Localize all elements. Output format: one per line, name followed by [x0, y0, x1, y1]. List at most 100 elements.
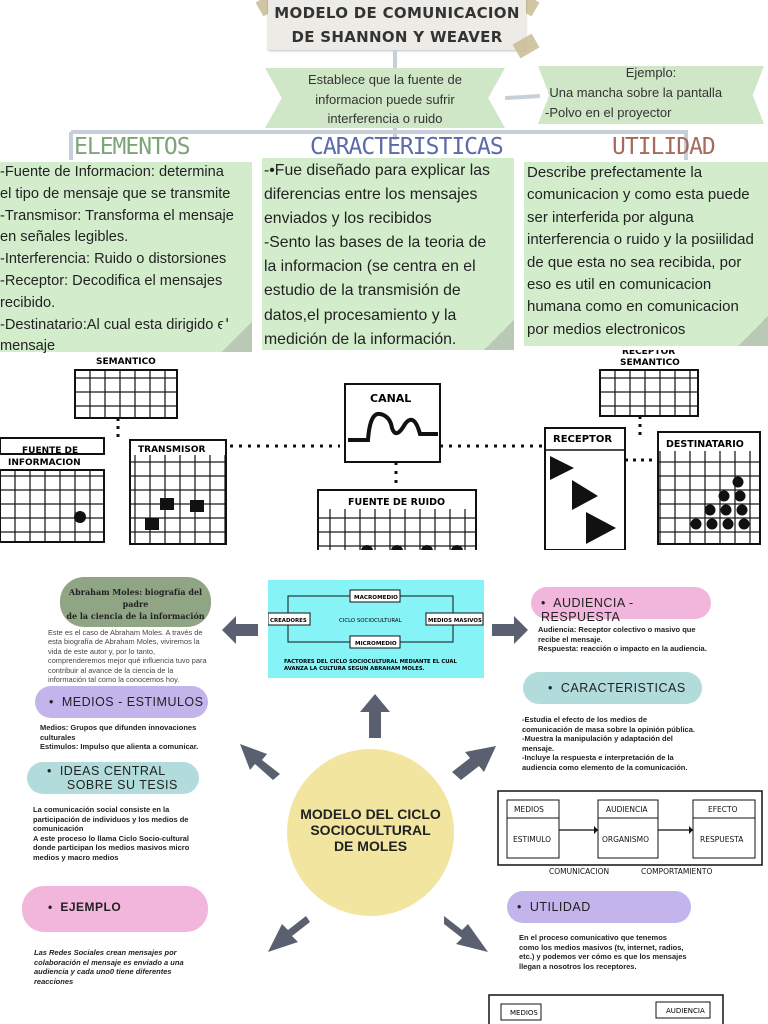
- elementos-note-line: -Transmisor: Transforma el mensaje: [0, 207, 234, 224]
- caracteristicas-note-line: medición de la información.: [264, 330, 457, 348]
- elementos-note-line: -Fuente de Informacion: determina: [0, 164, 224, 180]
- arrow-downleft-icon: [268, 916, 310, 952]
- header-caracteristicas: CARACTERISTICAS: [310, 134, 504, 160]
- bubble-utilidad-label: • UTILIDAD: [517, 900, 591, 914]
- bubble-audiencia-label: • AUDIENCIA - RESPUESTA: [541, 596, 634, 624]
- example-ribbon: Ejemplo: -Una mancha sobre la pantalla -…: [538, 66, 764, 124]
- utilidad-label: UTILIDAD: [529, 900, 591, 914]
- transmisor-grid: [129, 439, 227, 545]
- caracteristicas-text-line: -Estudia el efecto de los medios de: [522, 715, 648, 724]
- ejemplo-text-line: audiencia y cada uno0 tiene diferentes: [34, 967, 172, 977]
- flow-medios: MEDIOS: [514, 805, 544, 814]
- header-elementos: ELEMENTOS: [74, 134, 191, 160]
- center-circle: MODELO DEL CICLO SOCIOCULTURAL DE MOLES: [287, 749, 454, 916]
- bubble-ideas: • IDEAS CENTRAL SOBRE SU TESIS: [27, 762, 199, 794]
- title-line2: DE SHANNON Y WEAVER: [291, 28, 503, 46]
- caracteristicas-note-line: -•Fue diseñado para explicar las: [264, 162, 490, 179]
- medios-text: Medios: Grupos que difunden innovaciones…: [40, 723, 210, 752]
- caracteristicas-note-line: estudio de la transmisión de: [264, 282, 461, 300]
- macromedio-label: MACROMEDIO: [354, 595, 398, 601]
- title-card: MODELO DE COMUNICACION DE SHANNON Y WEAV…: [268, 0, 526, 50]
- bubble-medios-label: • MEDIOS - ESTIMULOS: [49, 695, 204, 709]
- ideas-text-line: A este proceso lo llama Ciclo Socio-cult…: [33, 833, 190, 843]
- semantico-label: SEMANTICO: [96, 357, 156, 367]
- arrow-right-icon: [492, 616, 528, 644]
- definition-line2: informacion puede sufrir: [315, 91, 455, 107]
- micromedio-label: MICROMEDIO: [355, 641, 397, 647]
- moles-bio-line: Este es el caso de Abraham Moles. A trav…: [48, 628, 203, 637]
- caracteristicas-text-line: -Incluye la respuesta e interpretación d…: [522, 753, 674, 763]
- caracteristicas-note-line: diferencias entre los mensajes: [264, 186, 478, 204]
- audiencia-text-line: Respuesta: reacción o impacto en la audi…: [538, 644, 707, 654]
- ideas-text-line: participación de individuos y los medios…: [33, 814, 189, 824]
- caracteristicas-note-line: -Sento las bases de la teoria de: [264, 234, 487, 252]
- definition-line3: interferencia o ruido: [327, 111, 443, 126]
- destinatario-label: DESTINATARIO: [666, 439, 744, 450]
- bubble-medios: • MEDIOS - ESTIMULOS: [35, 686, 208, 718]
- caracteristicas-note-line: la informacion (se centra en el: [264, 258, 476, 276]
- bottom-medios: MEDIOS: [510, 1009, 538, 1017]
- bubble-ejemplo-label: • EJEMPLO: [48, 900, 122, 914]
- utilidad-note-line: ser interferida por alguna: [527, 208, 694, 226]
- caracteristicas-text-line: comunicación de masa sobre la opinión pú…: [522, 724, 695, 734]
- header-utilidad: UTILIDAD: [612, 134, 716, 160]
- receptor-label: RECEPTOR: [553, 434, 612, 445]
- medios-text-line: culturales: [40, 732, 76, 742]
- center-line3: DE MOLES: [333, 838, 408, 854]
- moles-bio-line: vida de este autor y, por lo tanto,: [48, 646, 156, 656]
- canal-label: CANAL: [370, 392, 411, 405]
- creadores-label: CREADORES: [270, 618, 307, 624]
- medios-label: MEDIOS - ESTIMULOS: [61, 695, 204, 709]
- bubble-caracteristicas: • CARACTERISTICAS: [523, 672, 702, 704]
- audiencia-text: Audiencia: Receptor colectivo o masivo q…: [538, 625, 738, 654]
- center-line2: SOCIOCULTURAL: [310, 822, 431, 838]
- elementos-note-line: recibido.: [0, 294, 56, 311]
- note-utilidad: Describe prefectamente la comunicacion y …: [524, 162, 768, 346]
- utilidad-text-line: etc.) y podemos ver cómo es que los mens…: [519, 952, 687, 962]
- arrow-upright-icon: [452, 746, 496, 780]
- definition-ribbon: Establece que la fuente de informacion p…: [265, 68, 505, 128]
- note-fold: [738, 316, 768, 346]
- flow-comunicacion: COMUNICACION: [549, 867, 609, 876]
- elementos-note-line: -Interferencia: Ruido o distorsiones: [0, 251, 227, 268]
- moles-bio: Este es el caso de Abraham Moles. A trav…: [48, 628, 218, 684]
- fuente-grid: [0, 469, 105, 543]
- ideas-label2: SOBRE SU TESIS: [66, 777, 178, 792]
- elementos-note-line: -Receptor: Decodifica el mensajes: [0, 272, 223, 289]
- ejemplo-text-line: Las Redes Sociales crean mensajes por: [34, 948, 177, 957]
- receptor-semantico-grid: [599, 369, 699, 417]
- arrow-downright-icon: [444, 916, 488, 952]
- cycle-caption2: AVANZA LA CULTURA SEGUN ABRAHAM MOLES.: [284, 666, 425, 672]
- elementos-note-line: en señales legibles.: [0, 229, 129, 246]
- utilidad-note-line: Describe prefectamente la: [527, 164, 703, 181]
- bubble-utilidad: • UTILIDAD: [507, 891, 691, 923]
- caracteristicas-note-line: datos,el procesamiento y la: [264, 306, 457, 324]
- semantico-grid: [74, 369, 178, 419]
- audiencia-label: AUDIENCIA - RESPUESTA: [541, 596, 634, 624]
- utilidad-note-line: de que esta no sea recibida, por: [527, 253, 742, 271]
- caracteristicas-text-line: mensaje.: [522, 743, 555, 753]
- elementos-note-line: el tipo de mensaje que se transmite: [0, 185, 231, 202]
- moles-title-line2: de la ciencia de la información: [66, 611, 205, 621]
- example-line1: -Una mancha sobre la pantalla: [545, 85, 723, 100]
- utilidad-note-line: humana como en comunicacion: [527, 298, 739, 316]
- caracteristicas-text-line: audiencia como elemento de la comunicaci…: [522, 762, 688, 772]
- ruido-label: FUENTE DE RUIDO: [348, 497, 445, 508]
- caracteristicas-label: CARACTERISTICAS: [560, 681, 686, 695]
- arrows: [222, 616, 528, 952]
- flow-diagram: MEDIOS ESTIMULO AUDIENCIA ORGANISMO EFEC…: [497, 790, 763, 876]
- utilidad-note-line: comunicacion y como esta puede: [527, 186, 750, 204]
- utilidad-text-line: llegan a nosotros los receptores.: [519, 961, 637, 971]
- cycle-diagram: MACROMEDIO CREADORES CICLO SOCIOCULTURAL…: [268, 580, 484, 678]
- utilidad-note-line: eso es util en comunicacion: [527, 276, 712, 294]
- moles-title-box: Abraham Moles: biografía del padre de la…: [60, 577, 211, 627]
- flow-respuesta: RESPUESTA: [700, 835, 744, 844]
- moles-bio-line: comprenderemos mejor qué influencia tuvo…: [48, 656, 207, 666]
- flow-estimulo: ESTIMULO: [513, 835, 551, 844]
